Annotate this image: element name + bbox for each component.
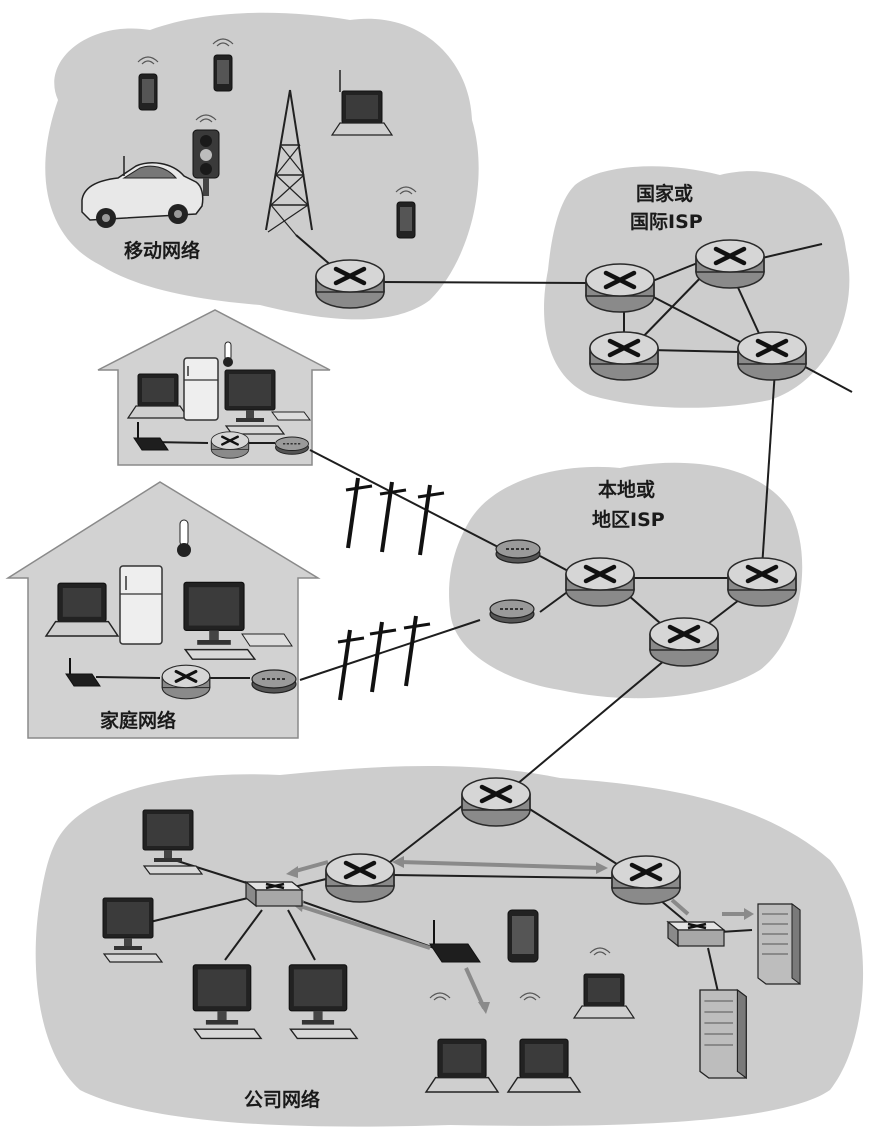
cell-tower-icon: [265, 89, 313, 236]
link-layer-switch-icon: [244, 880, 304, 908]
router-icon: [586, 264, 654, 312]
refrigerator-icon: [119, 565, 163, 645]
modem-icon: [274, 436, 310, 455]
server-icon: [757, 903, 801, 985]
keyboard-icon: [271, 411, 311, 421]
telephone-pole-icon: [336, 476, 446, 702]
router-icon: [728, 558, 796, 606]
router-icon: [210, 430, 250, 460]
home-network-house-lower: [5, 481, 321, 739]
national-isp-label-line2: 国际ISP: [630, 211, 703, 233]
keyboard-icon: [241, 633, 293, 647]
local-isp-label-line1: 本地或: [598, 478, 655, 501]
router-icon: [160, 663, 212, 701]
modem-icon: [251, 669, 297, 694]
router-icon: [316, 260, 384, 308]
traffic-light-icon: [192, 114, 220, 196]
refrigerator-icon: [183, 357, 219, 421]
car-icon: [81, 156, 204, 228]
server-icon: [699, 989, 747, 1079]
router-icon: [590, 332, 658, 380]
enterprise-network-label: 公司网络: [244, 1088, 320, 1111]
router-icon: [650, 618, 718, 666]
router-icon: [612, 856, 680, 904]
router-icon: [326, 854, 394, 902]
router-icon: [462, 778, 530, 826]
national-isp-label-line1: 国家或: [636, 182, 693, 205]
router-icon: [696, 240, 764, 288]
home-network-label: 家庭网络: [100, 709, 176, 732]
router-icon: [738, 332, 806, 380]
mobile-network-cloud: [45, 12, 479, 320]
thermometer-icon: [177, 519, 191, 557]
wireless-access-point-icon: [429, 920, 481, 963]
laptop-icon: [331, 70, 393, 136]
modem-icon: [495, 539, 541, 564]
thermometer-icon: [223, 341, 233, 367]
local-isp-label-line2: 地区ISP: [592, 508, 665, 531]
link-layer-switch-icon: [666, 920, 726, 948]
router-icon: [566, 558, 634, 606]
mobile-network-label: 移动网络: [124, 239, 200, 262]
modem-icon: [489, 599, 535, 624]
tablet-icon: [507, 909, 539, 963]
